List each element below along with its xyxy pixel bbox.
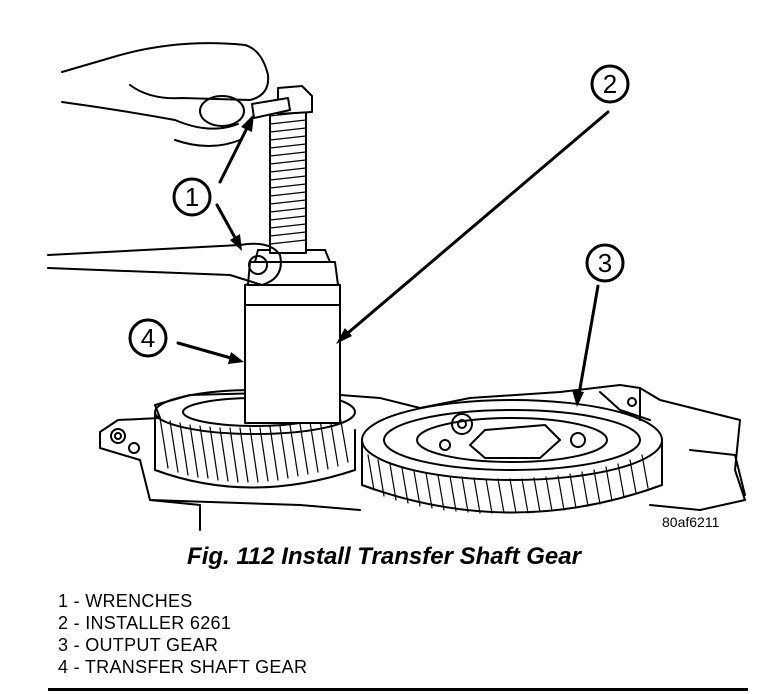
figure-caption: Fig. 112 Install Transfer Shaft Gear: [187, 543, 581, 570]
transmission-case: [99, 384, 746, 531]
bottom-rule: [48, 688, 748, 691]
callout-circle-2: [590, 64, 630, 104]
installer-drawing: [244, 85, 341, 424]
callout-leaders: [176, 110, 610, 402]
lower-wrench-drawing: [47, 242, 282, 286]
legend-list: 1 - WRENCHES 2 - INSTALLER 6261 3 - OUTP…: [58, 590, 307, 678]
callout-number-4: 4: [141, 323, 155, 353]
callout-number-2: 2: [603, 69, 617, 99]
legend-item: 4 - TRANSFER SHAFT GEAR: [58, 657, 308, 677]
legend-item: 3 - OUTPUT GEAR: [58, 635, 219, 655]
legend-item: 2 - INSTALLER 6261: [58, 613, 232, 633]
installation-illustration: 1 2 3 4: [47, 42, 746, 531]
arrowheads: [228, 114, 584, 407]
figure-code: 80af6211: [662, 514, 720, 530]
callout-number-3: 3: [598, 248, 612, 278]
callout-circle-3: [585, 243, 625, 283]
callout-number-1: 1: [185, 182, 199, 212]
callout-circle-4: [128, 318, 168, 358]
callout-circle-1: [172, 177, 212, 217]
hand-drawing: [61, 42, 291, 147]
legend-item: 1 - WRENCHES: [58, 591, 193, 611]
output-gear-drawing: [361, 399, 663, 514]
